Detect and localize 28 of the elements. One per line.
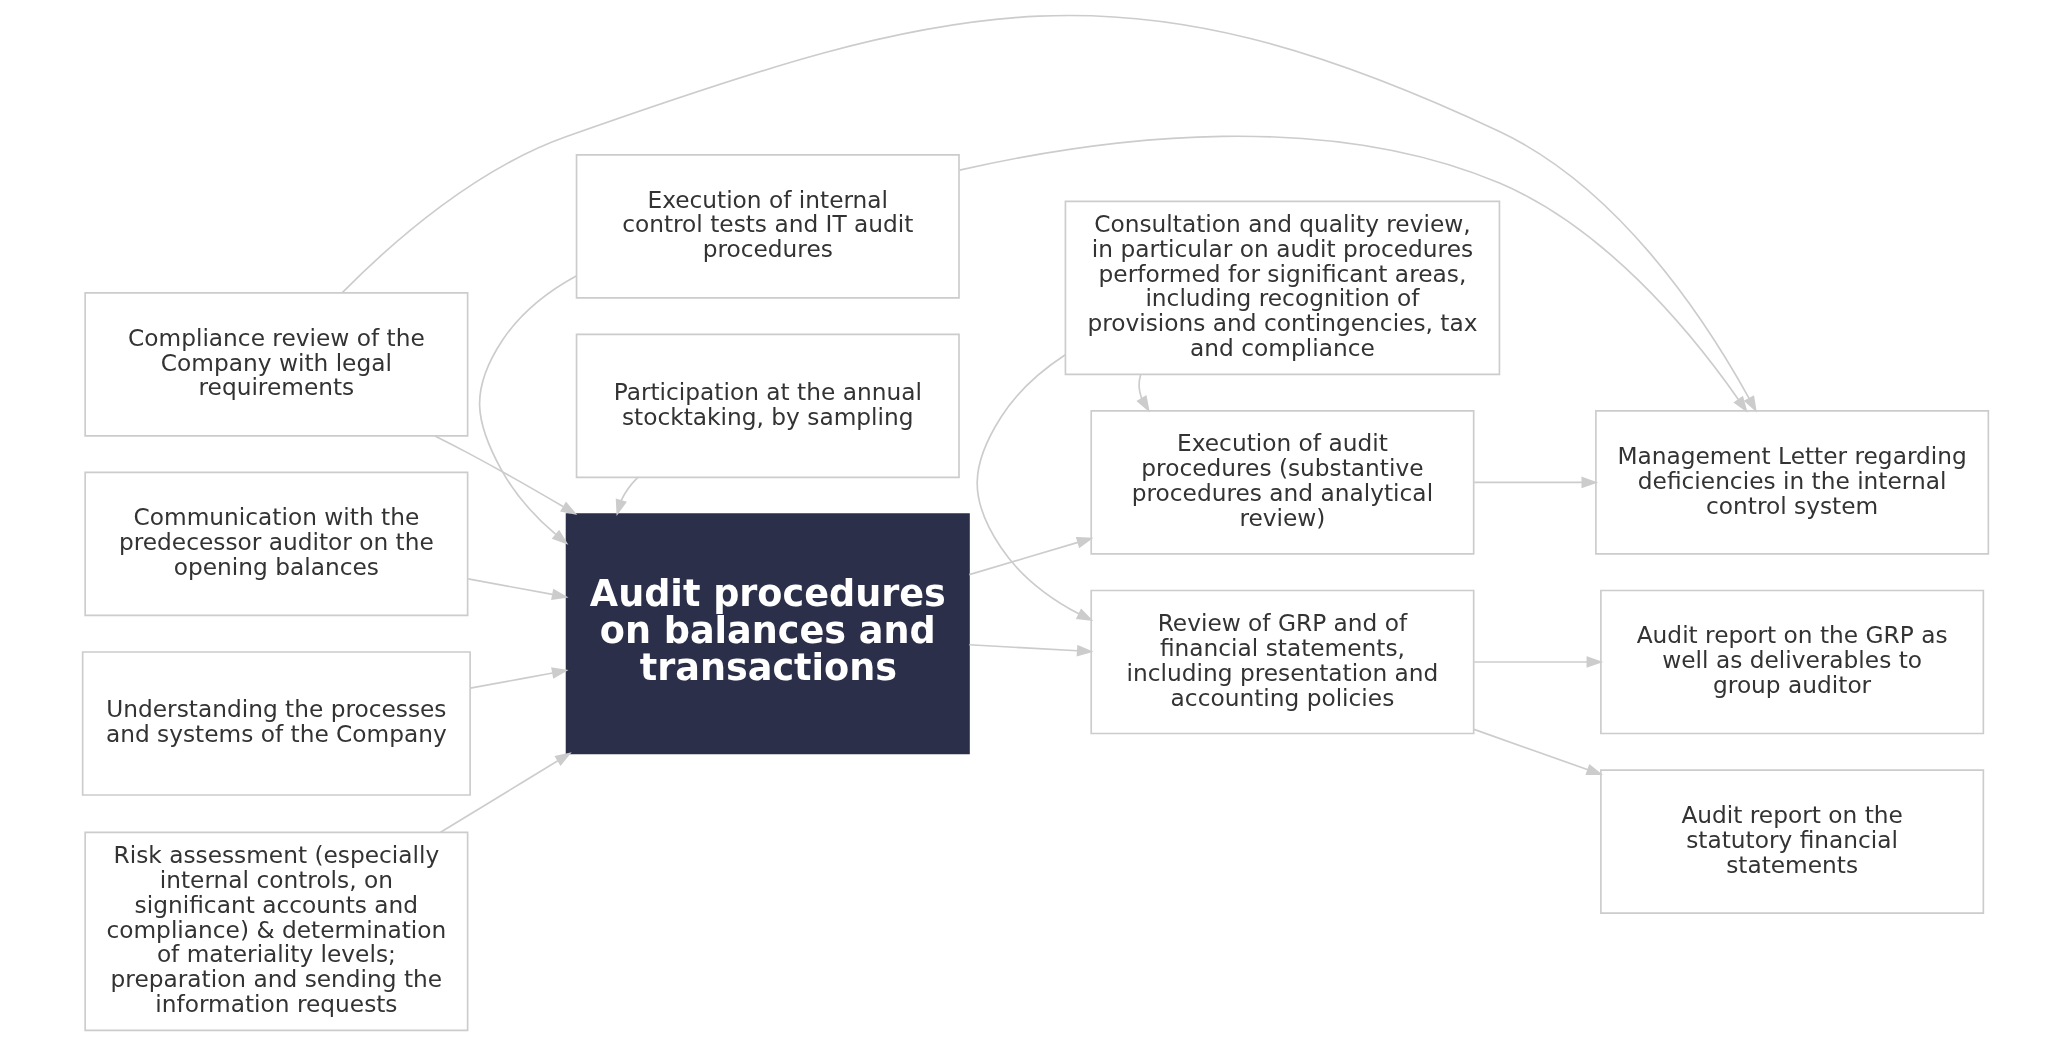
node-box: Communication with the predecessor auditor on the opening balances <box>84 471 469 617</box>
node-box: Management Letter regarding deficiencies in the internal control system <box>1595 410 1990 555</box>
arrow <box>469 667 569 689</box>
node-box: Execution of internal control tests and IT audit procedures <box>575 154 960 299</box>
arrow <box>1473 476 1599 489</box>
arrow <box>478 275 578 545</box>
node-box: Execution of audit procedures (substantive procedures and analytical review) <box>1090 410 1475 555</box>
node-box: Participation at the annual stocktaking, by sampling <box>575 333 960 479</box>
arrow <box>976 353 1094 622</box>
arrow <box>1136 373 1150 413</box>
node-box: Consultation and quality review, in particular on audit procedures performed for significant areas, including recognition of provisions and contingencies, tax and compliance <box>1064 200 1501 376</box>
arrow <box>968 643 1094 657</box>
arrow <box>1473 728 1604 776</box>
node-box: Risk assessment (especially internal controls, on significant accounts and compliance) & determination of materiality levels; preparation and sending the information requests <box>84 831 469 1032</box>
node-box: Understanding the processes and systems of the Company <box>81 651 471 796</box>
arrow <box>434 435 578 516</box>
arrow <box>439 752 572 834</box>
arrow <box>467 578 569 601</box>
arrow <box>1473 656 1604 668</box>
arrow <box>958 135 1748 413</box>
node-box: Audit report on the GRP as well as deliverables to group auditor <box>1600 589 1985 735</box>
node-box: Audit procedures on balances and transactions <box>565 513 970 755</box>
node-box: Compliance review of the Company with legal requirements <box>84 292 469 437</box>
arrow <box>341 15 1757 413</box>
arrow <box>968 537 1094 576</box>
node-box: Audit report on the statutory financial statements <box>1600 769 1985 914</box>
arrow <box>615 476 639 516</box>
node-box: Review of GRP and of financial statements, including presentation and accounting policies <box>1090 589 1475 735</box>
